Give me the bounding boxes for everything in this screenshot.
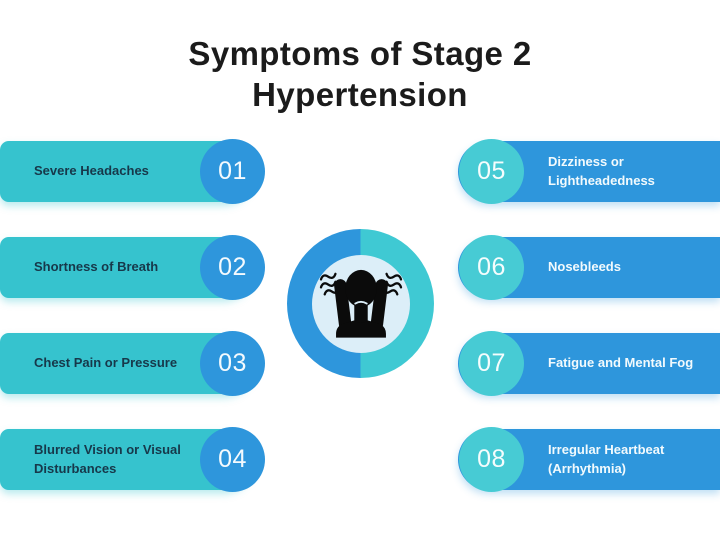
symptom-label: Shortness of Breath [34, 259, 159, 275]
center-inner-circle [311, 254, 410, 353]
page-title-line1: Symptoms of Stage 2 [188, 35, 532, 72]
number-badge: 07 [459, 331, 524, 396]
symptom-row-02: Shortness of Breath 02 [0, 235, 265, 300]
symptom-label: Nosebleeds [548, 259, 621, 275]
page-title: Symptoms of Stage 2 Hypertension [0, 33, 720, 115]
symptom-row-08: 08 Irregular Heartbeat (Arrhythmia) [458, 427, 720, 492]
symptom-label: Fatigue and Mental Fog [548, 355, 694, 371]
symptom-row-07: 07 Fatigue and Mental Fog [458, 331, 720, 396]
number-badge: 06 [459, 235, 524, 300]
symptom-row-05: 05 Dizziness or Lightheadedness [458, 139, 720, 204]
frown-mouth-detail [353, 300, 368, 304]
symptom-label: Irregular Heartbeat (Arrhythmia) [548, 442, 665, 476]
number-badge: 02 [200, 235, 265, 300]
person-holding-head-in-stress-icon [319, 269, 402, 338]
symptom-row-06: 06 Nosebleeds [458, 235, 720, 300]
number-badge: 01 [200, 139, 265, 204]
center-ring-graphic [287, 229, 434, 378]
number-badge: 05 [459, 139, 524, 204]
number-badge: 08 [459, 427, 524, 492]
symptom-label: Chest Pain or Pressure [34, 355, 178, 371]
symptom-label: Dizziness or Lightheadedness [548, 154, 655, 188]
symptom-row-01: Severe Headaches 01 [0, 139, 265, 204]
symptom-label: Severe Headaches [34, 163, 149, 179]
page-title-line2: Hypertension [252, 76, 468, 113]
symptom-row-03: Chest Pain or Pressure 03 [0, 331, 265, 396]
symptom-label: Blurred Vision or Visual Disturbances [34, 442, 181, 476]
symptom-row-04: Blurred Vision or Visual Disturbances 04 [0, 427, 265, 492]
stress-squiggles-icon [319, 272, 402, 295]
number-badge: 04 [200, 427, 265, 492]
number-badge: 03 [200, 331, 265, 396]
